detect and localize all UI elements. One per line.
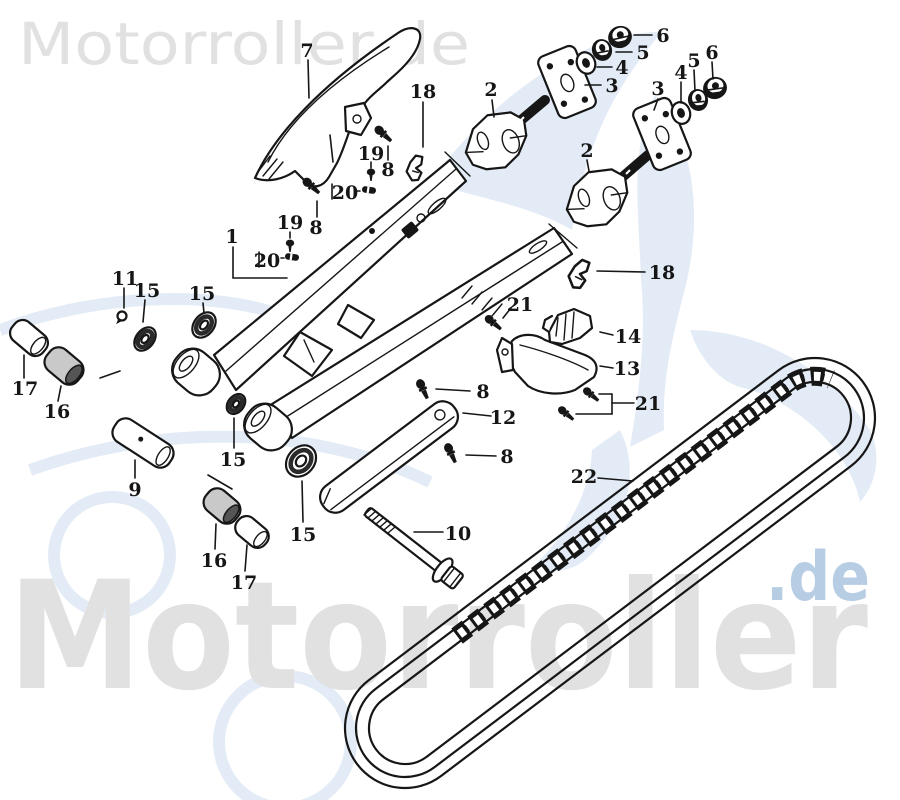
leader-line (596, 270, 646, 273)
leader-line (586, 159, 590, 172)
chain-guard-part (253, 27, 422, 188)
seal-part (133, 326, 157, 352)
leader-line (329, 134, 334, 163)
part-label-6b: 6 (705, 42, 718, 64)
leader-line (465, 454, 497, 457)
bushing-part (234, 514, 270, 550)
leader-line (435, 388, 471, 392)
part-label-5a: 5 (636, 42, 649, 64)
leader-line (653, 98, 659, 111)
part-label-21a: 21 (507, 294, 533, 316)
leader-line (214, 523, 217, 550)
part-label-8c: 8 (476, 381, 489, 403)
leader-line (142, 299, 146, 323)
part-label-14: 14 (615, 326, 641, 348)
part-label-18a: 18 (410, 81, 436, 103)
part-label-15d: 15 (290, 524, 316, 546)
part-label-4a: 4 (615, 57, 628, 79)
part-label-12: 12 (490, 407, 516, 429)
grease-nipple-part (116, 310, 128, 325)
part-label-9: 9 (128, 479, 141, 501)
part-label-8d: 8 (500, 446, 513, 468)
leader-line (202, 302, 205, 314)
leader-line (711, 61, 714, 80)
part-label-19b: 19 (277, 212, 303, 234)
part-label-3a: 3 (605, 75, 618, 97)
part-label-3b: 3 (651, 78, 664, 100)
drive-chain-part (343, 356, 877, 790)
leader-lines-layer (23, 34, 714, 572)
leader-line (301, 480, 304, 523)
part-label-19a: 19 (358, 143, 384, 165)
part-label-22: 22 (571, 466, 597, 488)
part-label-8b: 8 (309, 217, 322, 239)
leader-line (599, 365, 614, 369)
seal-part (225, 392, 247, 416)
guard-plate-part (318, 400, 460, 514)
watermark-layer: Motorroller.de Motorroller .de (0, 10, 877, 800)
part-label-2a: 2 (484, 79, 497, 101)
part-label-18b: 18 (649, 262, 675, 284)
part-label-16b: 16 (201, 550, 227, 572)
seal-part (191, 311, 217, 339)
part-label-5b: 5 (687, 50, 700, 72)
leader-line (597, 477, 634, 482)
bushing-part (202, 487, 242, 525)
leader-line (693, 69, 696, 92)
bushing-part (8, 318, 50, 358)
watermark-bird-logo (0, 31, 877, 800)
part-label-4b: 4 (674, 62, 687, 84)
slider-holder-part (541, 307, 594, 346)
part-label-20b: 20 (254, 250, 280, 272)
leader-line (207, 474, 233, 490)
spacer-tube-part (111, 417, 175, 469)
swingarm-part (171, 151, 578, 452)
part-label-13: 13 (614, 358, 640, 380)
leader-line (462, 412, 492, 417)
part-label-20a: 20 (332, 182, 358, 204)
part-label-17a: 17 (12, 378, 38, 400)
pivot-bolt-part (363, 507, 464, 590)
part-label-11: 11 (112, 268, 138, 290)
leader-line (599, 331, 614, 336)
part-label-21b: 21 (635, 393, 661, 415)
part-label-17b: 17 (231, 572, 257, 594)
part-label-1: 1 (225, 226, 238, 248)
watermark-de-text: .de (766, 538, 870, 617)
chain-slider-part (495, 333, 598, 395)
part-label-15c: 15 (220, 449, 246, 471)
part-label-8a: 8 (381, 159, 394, 181)
chain-adjuster-part (453, 95, 550, 184)
part-label-6a: 6 (656, 25, 669, 47)
leader-line (232, 246, 288, 279)
part-label-10: 10 (445, 523, 471, 545)
seal-part (284, 444, 318, 478)
leader-line (307, 59, 310, 99)
part-label-16a: 16 (44, 401, 70, 423)
leader-line (57, 385, 62, 402)
leader-line (99, 370, 121, 379)
bushing-part (43, 346, 85, 386)
chain-adjuster-part (554, 150, 653, 241)
part-label-15a: 15 (134, 280, 160, 302)
leader-line (502, 307, 512, 319)
leader-line (491, 99, 495, 118)
part-label-15b: 15 (189, 283, 215, 305)
part-label-7: 7 (300, 40, 313, 62)
leader-line (244, 544, 248, 572)
part-label-2b: 2 (580, 140, 593, 162)
